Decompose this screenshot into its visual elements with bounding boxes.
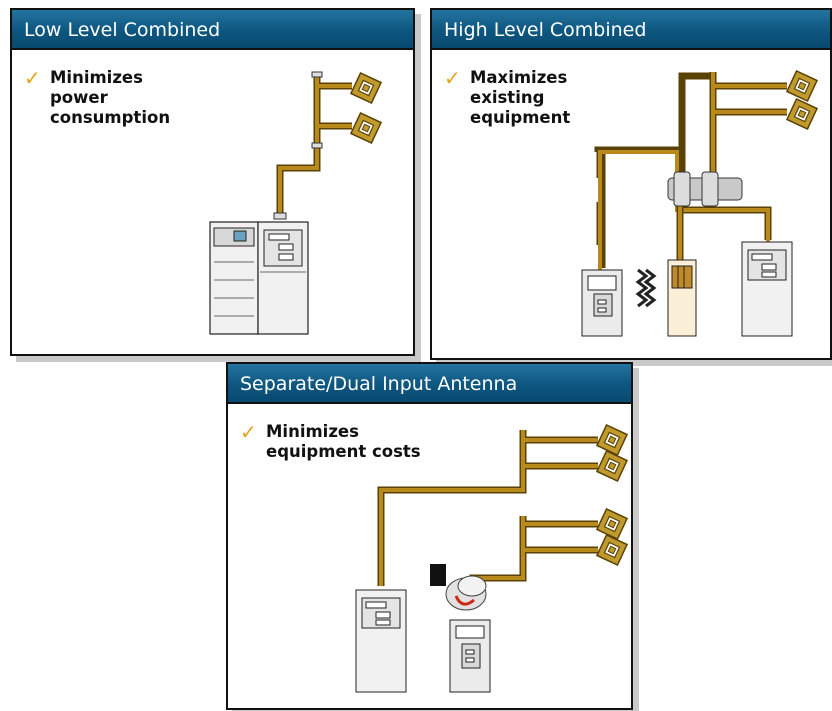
cabinet-icon — [257, 221, 309, 335]
antenna-icon — [780, 92, 824, 136]
panel-title: High Level Combined — [432, 10, 830, 50]
benefit-text: Maximizes existing equipment — [470, 68, 571, 127]
antenna-icon — [780, 64, 824, 108]
cabinet-icon — [355, 589, 407, 693]
panel-title: Separate/Dual Input Antenna — [228, 364, 631, 404]
base-station-icon — [581, 269, 623, 337]
high-level-diagram — [581, 64, 824, 337]
panel-low-level-combined: Low Level Combined ✓ Minimizes power con… — [10, 8, 415, 356]
panel-title: Low Level Combined — [12, 10, 413, 50]
base-station-icon — [449, 619, 491, 693]
check-icon: ✓ — [444, 66, 461, 90]
benefit-item: ✓ Minimizes equipment costs — [240, 422, 421, 462]
check-icon: ✓ — [24, 66, 41, 90]
benefit-text: Minimizes equipment costs — [266, 422, 421, 461]
benefit-item: ✓ Maximizes existing equipment — [444, 68, 570, 128]
combiner-icon — [430, 564, 487, 611]
existing-equipment-icon — [635, 259, 697, 337]
benefit-text: Minimizes power consumption — [50, 68, 171, 127]
panel-high-level-combined: High Level Combined ✓ Maximizes existing… — [430, 8, 832, 360]
combiner-icon — [667, 171, 743, 207]
check-icon: ✓ — [240, 420, 257, 444]
low-level-diagram — [209, 66, 388, 335]
dual-input-diagram — [355, 418, 631, 693]
cabinet-icon — [741, 241, 793, 337]
base-station-icon — [209, 221, 259, 335]
panel-separate-dual-input-antenna: Separate/Dual Input Antenna ✓ Minimizes … — [226, 362, 633, 710]
benefit-item: ✓ Minimizes power consumption — [24, 68, 170, 128]
